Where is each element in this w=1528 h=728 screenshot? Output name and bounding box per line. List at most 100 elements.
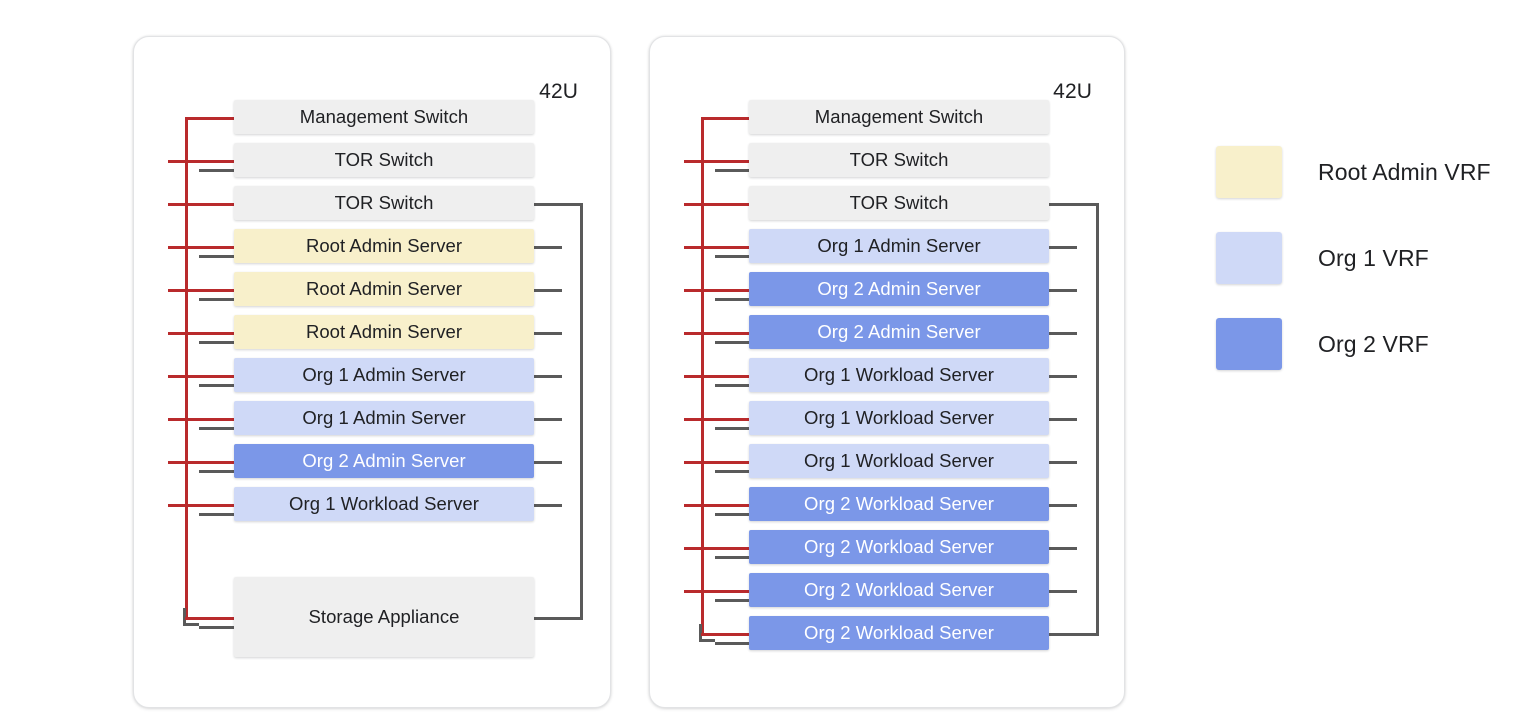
power-cable-rack-2-row-1: [701, 117, 749, 120]
legend-swatch-org-1-vrf: [1216, 232, 1282, 284]
power-cable-rack-2-row-7: [684, 375, 749, 378]
device-label: Org 1 Admin Server: [302, 407, 466, 428]
device-label: Org 1 Workload Server: [804, 450, 994, 471]
device-row-rack-2-row-2[interactable]: TOR Switch: [749, 143, 1049, 177]
device-label: Org 1 Workload Server: [804, 364, 994, 385]
device-row-rack-2-row-8[interactable]: Org 1 Workload Server: [749, 401, 1049, 435]
device-row-rack-2-row-6[interactable]: Org 2 Admin Server: [749, 315, 1049, 349]
data-cable-left-rack-1-row-7: [199, 384, 234, 387]
power-cable-rack-2-row-12: [684, 590, 749, 593]
power-cable-rack-1-row-11: [185, 617, 234, 620]
device-row-rack-1-row-1[interactable]: Management Switch: [234, 100, 534, 134]
power-cable-rack-1-row-2: [168, 160, 234, 163]
data-cable-left-rack-2-row-12: [715, 599, 749, 602]
data-cable-left-rack-2-row-8: [715, 427, 749, 430]
device-row-rack-1-row-3[interactable]: TOR Switch: [234, 186, 534, 220]
legend-item-org-1-vrf: Org 1 VRF: [1216, 232, 1516, 284]
device-row-rack-1-row-8[interactable]: Org 1 Admin Server: [234, 401, 534, 435]
data-cable-right-rack-2-row-12: [1049, 590, 1077, 593]
device-label: Org 1 Workload Server: [804, 407, 994, 428]
device-row-rack-2-row-10[interactable]: Org 2 Workload Server: [749, 487, 1049, 521]
data-bus-elbow-bottom-rack-2: [699, 624, 715, 642]
device-row-rack-2-row-13[interactable]: Org 2 Workload Server: [749, 616, 1049, 650]
legend-label-org-2-vrf: Org 2 VRF: [1318, 331, 1429, 357]
vrf-legend: Root Admin VRF Org 1 VRF Org 2 VRF: [1216, 146, 1516, 370]
device-label: Management Switch: [814, 106, 984, 127]
legend-item-root-admin-vrf: Root Admin VRF: [1216, 146, 1516, 198]
device-label: Org 2 Workload Server: [804, 493, 994, 514]
device-row-rack-1-row-9[interactable]: Org 2 Admin Server: [234, 444, 534, 478]
data-cable-left-rack-2-row-9: [715, 470, 749, 473]
data-cable-left-rack-1-row-10: [199, 513, 234, 516]
power-cable-rack-2-row-11: [684, 547, 749, 550]
power-cable-rack-1-row-9: [168, 461, 234, 464]
device-row-rack-2-row-3[interactable]: TOR Switch: [749, 186, 1049, 220]
data-cable-right-rack-1-row-3: [534, 203, 583, 206]
device-row-rack-2-row-11[interactable]: Org 2 Workload Server: [749, 530, 1049, 564]
device-row-rack-1-row-10[interactable]: Org 1 Workload Server: [234, 487, 534, 521]
device-label: Management Switch: [299, 106, 469, 127]
data-cable-right-rack-2-row-3: [1049, 203, 1099, 206]
legend-label-org-1-vrf: Org 1 VRF: [1318, 245, 1429, 271]
device-row-rack-2-row-4[interactable]: Org 1 Admin Server: [749, 229, 1049, 263]
data-cable-right-rack-2-row-10: [1049, 504, 1077, 507]
legend-swatch-org-2-vrf: [1216, 318, 1282, 370]
data-cable-left-rack-1-row-9: [199, 470, 234, 473]
device-label: Org 2 Workload Server: [804, 622, 994, 643]
device-label: Org 2 Workload Server: [804, 536, 994, 557]
device-row-rack-2-row-5[interactable]: Org 2 Admin Server: [749, 272, 1049, 306]
data-cable-right-rack-1-row-4: [534, 246, 562, 249]
legend-item-org-2-vrf: Org 2 VRF: [1216, 318, 1516, 370]
data-cable-left-rack-2-row-4: [715, 255, 749, 258]
device-row-rack-2-row-1[interactable]: Management Switch: [749, 100, 1049, 134]
power-cable-rack-2-row-2: [684, 160, 749, 163]
device-row-rack-1-row-2[interactable]: TOR Switch: [234, 143, 534, 177]
device-row-rack-1-row-6[interactable]: Root Admin Server: [234, 315, 534, 349]
data-bus-vertical-rack-2: [1096, 203, 1099, 636]
data-cable-right-rack-1-row-5: [534, 289, 562, 292]
data-cable-right-rack-1-row-7: [534, 375, 562, 378]
data-cable-right-rack-1-row-11: [534, 617, 583, 620]
data-cable-right-rack-1-row-9: [534, 461, 562, 464]
data-cable-left-rack-2-row-2: [715, 169, 749, 172]
data-cable-left-rack-2-row-7: [715, 384, 749, 387]
device-row-rack-1-row-5[interactable]: Root Admin Server: [234, 272, 534, 306]
data-cable-right-rack-2-row-6: [1049, 332, 1077, 335]
device-label: Root Admin Server: [305, 235, 463, 256]
power-cable-rack-2-row-5: [684, 289, 749, 292]
power-cable-rack-1-row-10: [168, 504, 234, 507]
data-bus-vertical-rack-1: [580, 203, 583, 620]
power-bus-vertical-rack-1: [185, 117, 188, 620]
device-row-rack-1-row-7[interactable]: Org 1 Admin Server: [234, 358, 534, 392]
device-row-rack-1-row-4[interactable]: Root Admin Server: [234, 229, 534, 263]
device-row-rack-2-row-12[interactable]: Org 2 Workload Server: [749, 573, 1049, 607]
data-cable-right-rack-2-row-13: [1049, 633, 1099, 636]
data-cable-right-rack-1-row-10: [534, 504, 562, 507]
device-row-rack-2-row-7[interactable]: Org 1 Workload Server: [749, 358, 1049, 392]
data-cable-right-rack-2-row-5: [1049, 289, 1077, 292]
data-cable-right-rack-2-row-7: [1049, 375, 1077, 378]
power-cable-rack-1-row-5: [168, 289, 234, 292]
data-cable-left-rack-2-row-6: [715, 341, 749, 344]
device-row-rack-2-row-9[interactable]: Org 1 Workload Server: [749, 444, 1049, 478]
data-bus-elbow-bottom-rack-1: [183, 608, 199, 626]
power-cable-rack-2-row-3: [684, 203, 749, 206]
data-cable-right-rack-2-row-11: [1049, 547, 1077, 550]
data-cable-right-rack-1-row-8: [534, 418, 562, 421]
rack-capacity-label-2: 42U: [1053, 80, 1092, 103]
data-cable-left-rack-2-row-11: [715, 556, 749, 559]
data-cable-right-rack-2-row-9: [1049, 461, 1077, 464]
rack-capacity-label-1: 42U: [539, 80, 578, 103]
device-label: Root Admin Server: [305, 278, 463, 299]
data-cable-left-rack-2-row-10: [715, 513, 749, 516]
power-cable-rack-2-row-13: [701, 633, 749, 636]
device-label: Storage Appliance: [308, 606, 460, 627]
data-cable-left-rack-1-row-8: [199, 427, 234, 430]
device-row-rack-1-row-11[interactable]: Storage Appliance: [234, 577, 534, 657]
data-cable-left-rack-1-row-11: [199, 626, 234, 629]
data-cable-left-rack-1-row-5: [199, 298, 234, 301]
device-label: TOR Switch: [334, 149, 434, 170]
data-cable-left-rack-2-row-13: [715, 642, 749, 645]
data-cable-left-rack-2-row-5: [715, 298, 749, 301]
data-cable-left-rack-1-row-4: [199, 255, 234, 258]
